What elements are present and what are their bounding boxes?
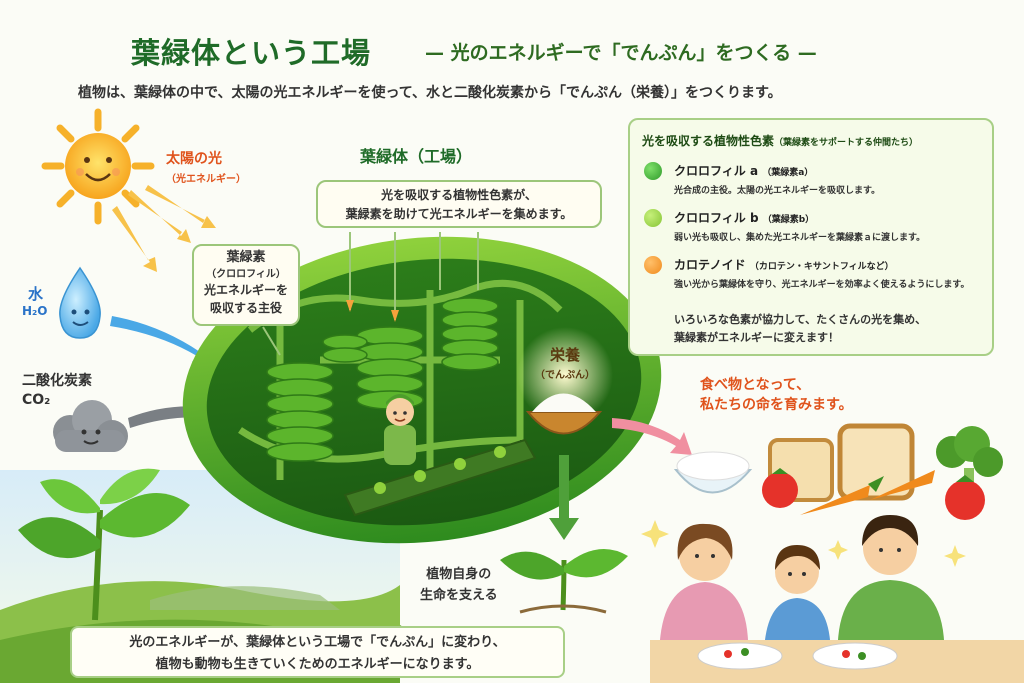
title-row: 葉緑体という工場 — 光のエネルギーで「でんぷん」をつくる — bbox=[95, 30, 955, 70]
summary-box: 光のエネルギーが、葉緑体という工場で「でんぷん」に変わり、 植物も動物も生きてい… bbox=[70, 626, 565, 678]
food-caption-line1: 食べ物となって、 bbox=[700, 377, 811, 393]
product-sublabel: （でんぷん） bbox=[535, 370, 595, 381]
water-arrow bbox=[110, 316, 212, 365]
panel-note-line1: いろいろな色素が協力して、たくさんの光を集め、 bbox=[674, 313, 927, 326]
pigment-panel-title: 光を吸収する植物性色素 bbox=[642, 134, 775, 148]
sunlight-arrows bbox=[112, 185, 216, 272]
seedling-large-icon bbox=[18, 468, 190, 621]
food-caption: 食べ物となって、 私たちの命を育みます。 bbox=[700, 375, 853, 416]
page-title: 葉緑体という工場 bbox=[131, 36, 372, 70]
orange-arrow-1 bbox=[346, 300, 354, 312]
co2-cloud-icon bbox=[53, 400, 128, 452]
worker-icon bbox=[384, 394, 416, 465]
co2-label: 二酸化炭素 bbox=[22, 373, 92, 389]
box-pointer bbox=[262, 326, 281, 356]
chlorophyll-box-sub: （クロロフィル） bbox=[206, 268, 286, 280]
sun-label: 太陽の光 bbox=[166, 151, 222, 167]
sun-sublabel: （光エネルギー） bbox=[166, 174, 246, 185]
chlorophyll-box-title: 葉緑素 bbox=[226, 250, 266, 265]
pigment-name-chlorophyll-a: クロロフィル a （葉緑素a） bbox=[674, 164, 814, 178]
conveyor-belt bbox=[343, 438, 537, 517]
pigment-name-chlorophyll-b: クロロフィル b （葉緑素b） bbox=[674, 211, 815, 225]
lead-text: 植物は、葉緑体の中で、太陽の光エネルギーを使って、水と二酸化炭素から「でんぷん（… bbox=[78, 85, 782, 101]
pigment-note-line2: 葉緑素を助けて光エネルギーを集めます。 bbox=[345, 206, 573, 221]
pigment-desc-chlorophyll-a: 光合成の主役。太陽の光エネルギーを吸収します。 bbox=[674, 186, 881, 196]
sun-icon bbox=[41, 108, 155, 225]
pigment-note-box: 光を吸収する植物性色素が、 葉緑素を助けて光エネルギーを集めます。 bbox=[316, 180, 602, 228]
pigment-panel-note: いろいろな色素が協力して、たくさんの光を集め、 葉緑素がエネルギーに変えます！ bbox=[674, 311, 926, 346]
chlorophyll-b-dot-icon bbox=[644, 209, 662, 227]
chloroplast-label: 葉緑体（工場） bbox=[360, 147, 473, 166]
pigment-panel: 光を吸収する植物性色素（葉緑素をサポートする仲間たち） クロロフィル a （葉緑… bbox=[628, 118, 994, 356]
pigment-name-carotenoid: カロテノイド （カロテン・キサントフィルなど） bbox=[674, 258, 894, 272]
pigment-panel-heading: 光を吸収する植物性色素（葉緑素をサポートする仲間たち） bbox=[642, 132, 918, 149]
page-subtitle: — 光のエネルギーで「でんぷん」をつくる — bbox=[425, 42, 817, 64]
plant-caption-line2: 生命を支える bbox=[420, 587, 498, 603]
thylakoid-stacks bbox=[266, 297, 499, 462]
seedling-small-icon bbox=[500, 548, 628, 614]
carotenoid-dot-icon bbox=[644, 256, 662, 274]
water-drop-icon bbox=[59, 266, 101, 339]
food-items bbox=[673, 423, 1003, 520]
chlorophyll-box-line1: 光エネルギーを bbox=[203, 283, 288, 298]
pigment-desc-carotenoid: 強い光から葉緑体を守り、光エネルギーを効率よく使えるようにします。 bbox=[674, 280, 970, 290]
food-caption-line2: 私たちの命を育みます。 bbox=[700, 397, 853, 414]
orange-arrow-2 bbox=[391, 310, 399, 322]
chlorophyll-box-line2: 吸収する主役 bbox=[209, 300, 282, 315]
plant-caption-line1: 植物自身の bbox=[426, 567, 492, 582]
pigment-panel-subtitle: （葉緑素をサポートする仲間たち） bbox=[774, 138, 919, 148]
family-icon bbox=[641, 515, 1024, 683]
pigment-note-line1: 光を吸収する植物性色素が、 bbox=[381, 188, 537, 202]
plant-arrow bbox=[549, 455, 579, 540]
rice-bowl-icon bbox=[673, 451, 753, 494]
chlorophyll-a-dot-icon bbox=[644, 162, 662, 180]
product-label: 栄養 bbox=[549, 346, 580, 364]
water-formula: H₂O bbox=[22, 304, 48, 318]
starch-bowl-icon bbox=[525, 393, 603, 435]
plant-caption: 植物自身の 生命を支える bbox=[420, 565, 498, 607]
summary-line2: 植物も動物も生きていくためのエネルギーになります。 bbox=[155, 657, 480, 673]
tomato-icon bbox=[762, 468, 985, 520]
chloroplast-factory-icon bbox=[182, 236, 662, 544]
water-label: 水 bbox=[28, 285, 44, 303]
summary-line1: 光のエネルギーが、葉緑体という工場で「でんぷん」に変わり、 bbox=[129, 635, 506, 650]
co2-formula: CO₂ bbox=[22, 392, 51, 408]
pigment-desc-chlorophyll-b: 弱い光も吸収し、集めた光エネルギーを葉緑素ａに渡します。 bbox=[674, 233, 926, 243]
carrot-icon bbox=[800, 470, 935, 515]
chlorophyll-box: 葉緑素 （クロロフィル） 光エネルギーを 吸収する主役 bbox=[192, 244, 300, 326]
food-arrow bbox=[612, 418, 692, 455]
panel-note-line2: 葉緑素がエネルギーに変えます！ bbox=[674, 330, 839, 344]
